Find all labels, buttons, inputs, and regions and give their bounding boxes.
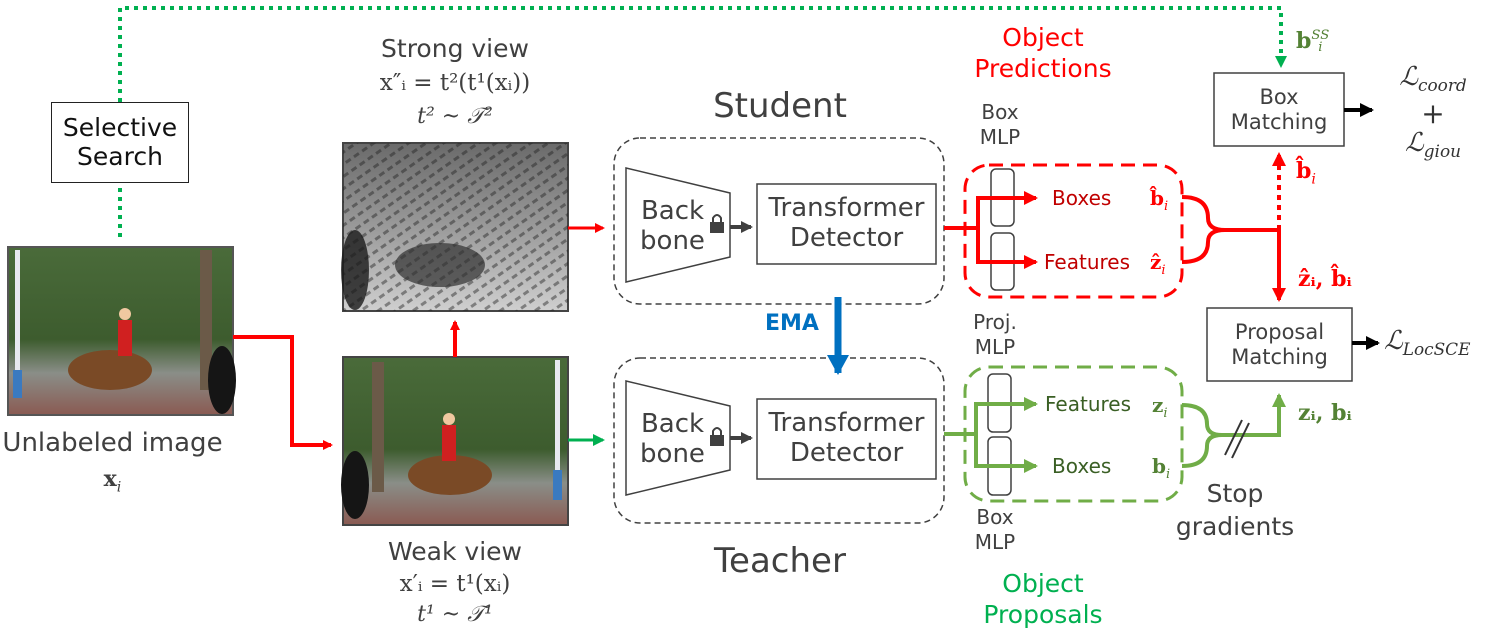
box-matching-line2: Matching [1230, 109, 1328, 134]
teacher-title: Teacher [714, 541, 846, 581]
teacher-detector: Transformer Detector [757, 399, 936, 479]
strong-view-title: Strong view [381, 34, 529, 63]
box-mlp-line2: MLP [979, 125, 1021, 149]
object-proposals-title: Object Proposals [968, 568, 1118, 631]
proj-mlp-label: Proj. MLP [960, 310, 1030, 360]
pred-boxes-label: Boxes [1052, 186, 1112, 210]
proposal-matching-line2: Matching [1231, 344, 1328, 369]
object-predictions-container [963, 163, 1184, 299]
student-title: Student [713, 86, 847, 126]
object-predictions-title-line2: Predictions [974, 54, 1112, 84]
box-matching-box [1213, 72, 1345, 147]
loss-giou: ℒgiou [1405, 128, 1461, 162]
unlabeled-image-label: Unlabeled image [2, 428, 223, 458]
box-mlp-line1: Box [981, 100, 1019, 124]
box-matching-label: Box Matching [1214, 73, 1344, 146]
student-backbone: Back bone [630, 190, 715, 264]
strong-view-distribution: t² ~ 𝒯² [417, 104, 493, 129]
weak-view-formula: x′ᵢ = t¹(xᵢ) [399, 571, 511, 597]
lock-icon [710, 214, 724, 233]
teacher-container [613, 357, 945, 524]
weak-view-distribution: t¹ ~ 𝒯¹ [417, 602, 493, 627]
selective-search-line2: Search [77, 141, 163, 171]
student-backbone-line2: bone [640, 226, 705, 256]
prop-boxes-label: Boxes [1052, 454, 1112, 478]
box-mlp-prop-line2: MLP [974, 530, 1016, 554]
stop-gradient-mark [1224, 419, 1250, 459]
pred-features-label: Features [1044, 250, 1130, 274]
teacher-backbone-line1: Back [640, 409, 705, 440]
box-matching-line1: Box [1259, 85, 1299, 110]
object-proposals-title-line1: Object [1002, 569, 1084, 598]
teacher-backbone-line2: bone [640, 439, 705, 469]
loss-coord: ℒcoord [1399, 62, 1467, 96]
loss-locsce: ℒLocSCE [1384, 326, 1471, 360]
teacher-detector-line2: Detector [789, 438, 904, 468]
strong-view-image [341, 142, 569, 312]
proj-mlp-line2: MLP [974, 335, 1016, 359]
stop-gradients-label: Stop gradients [1170, 478, 1300, 543]
student-backbone-line1: Back [640, 196, 705, 227]
student-backbone-shape [625, 167, 731, 283]
selective-search-box: Selective Search [51, 102, 189, 183]
object-proposals-container [963, 365, 1184, 503]
teacher-backbone-shape [625, 380, 731, 496]
proposal-matching-box [1206, 307, 1353, 382]
box-mlp-label-prop: Box MLP [960, 505, 1030, 555]
student-detector-box [756, 183, 937, 265]
weak-view-title: Weak view [388, 537, 522, 566]
student-detector-line2: Detector [789, 223, 904, 253]
object-predictions-title-line1: Object [1002, 23, 1084, 52]
arrow-unlabeled-to-weak [233, 335, 333, 450]
pred-features-symbol: ẑi [1150, 250, 1166, 278]
box-matching-pred-symbol: b̂i [1296, 158, 1316, 188]
unlabeled-image-symbol: xi [103, 466, 122, 496]
prop-boxes-symbol: bi [1152, 454, 1171, 482]
teacher-backbone: Back bone [630, 403, 715, 477]
selective-search-line1: Selective [62, 112, 178, 142]
student-detector-line1: Transformer [768, 193, 925, 224]
lock-icon [710, 427, 724, 446]
weak-view-image [341, 356, 569, 526]
unlabeled-image [7, 246, 236, 416]
stop-gradients-line1: Stop [1206, 479, 1264, 508]
teacher-detector-box [756, 398, 937, 480]
box-mlp-label-pred: Box MLP [960, 100, 1040, 150]
strong-view-formula: x″ᵢ = t²(t¹(xᵢ)) [379, 70, 531, 96]
proposal-matching-label: Proposal Matching [1207, 308, 1352, 381]
pred-boxes-symbol: b̂i [1150, 186, 1169, 214]
proposal-matching-line1: Proposal [1234, 320, 1325, 345]
proposal-matching-prop-input: zᵢ, bᵢ [1298, 400, 1352, 426]
prop-features-symbol: zi [1152, 393, 1168, 421]
teacher-detector-line1: Transformer [768, 408, 925, 439]
box-mlp-prop-line1: Box [976, 505, 1014, 529]
object-proposals-title-line2: Proposals [983, 600, 1103, 630]
stop-gradients-line2: gradients [1175, 511, 1295, 541]
proposal-matching-pred-input: ẑᵢ, b̂ᵢ [1298, 266, 1352, 292]
loss-plus: + [1421, 97, 1445, 130]
student-container [613, 137, 945, 305]
prop-features-label: Features [1045, 392, 1131, 416]
ema-label: EMA [765, 311, 819, 336]
object-predictions-title: Object Predictions [968, 22, 1118, 85]
student-detector: Transformer Detector [757, 184, 936, 264]
proj-mlp-line1: Proj. [973, 310, 1017, 334]
